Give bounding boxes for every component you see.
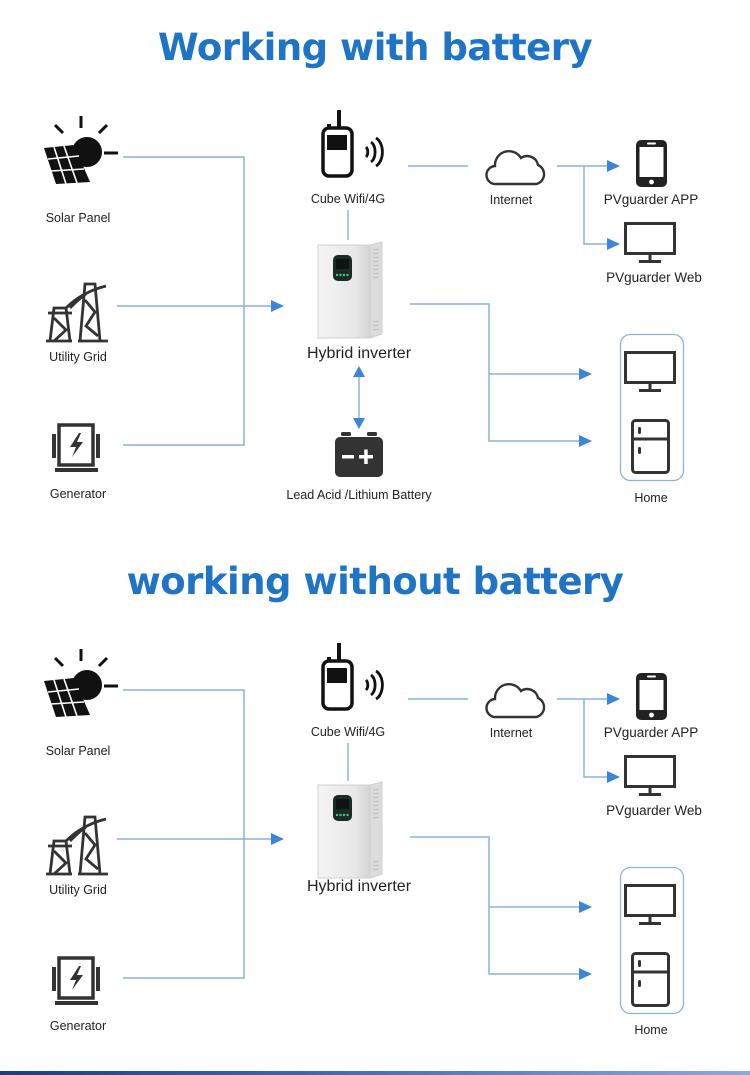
tv-icon [624, 884, 676, 925]
solar-panel-icon [44, 116, 118, 185]
diagram-without-battery [44, 643, 685, 1015]
battery-icon [335, 432, 383, 477]
inverter-image [317, 241, 383, 339]
connector-lines [117, 689, 608, 979]
home-label: Home [634, 491, 668, 505]
generator-icon [52, 956, 100, 1005]
arrows [271, 160, 620, 447]
monitor-icon [624, 222, 676, 263]
solar-connector [123, 689, 245, 979]
internet-web-connector [583, 699, 608, 778]
transmission-tower-icon [46, 282, 108, 343]
inverter-home-connector [410, 303, 580, 442]
section-title: working without battery [126, 560, 624, 603]
inverter-label: Hybrid inverter [306, 878, 412, 895]
arrow-to-inverter [271, 300, 284, 312]
wifi-module-icon [321, 643, 384, 711]
inverter-label: Hybrid inverter [306, 345, 412, 362]
internet-label: Internet [489, 726, 533, 740]
arrow-to-web [607, 238, 620, 250]
internet-web-connector [583, 166, 608, 245]
app-label: PVguarder APP [603, 725, 699, 740]
home-container [619, 866, 685, 1015]
inverter-home-connector [410, 836, 580, 975]
home-label: Home [634, 1023, 668, 1037]
solar-panel-label: Solar Panel [45, 744, 111, 758]
arrow-up-inverter [353, 366, 365, 377]
generator-label: Generator [49, 487, 107, 501]
home-container [619, 333, 685, 482]
wifi-module-icon [321, 110, 384, 178]
transmission-tower-icon [46, 815, 108, 876]
section-without-battery: working without battery [0, 533, 750, 1063]
generator-label: Generator [49, 1019, 107, 1033]
arrow-to-tv [579, 368, 592, 380]
inverter-image [317, 781, 383, 879]
arrow-to-tv [579, 901, 592, 913]
solar-connector [123, 156, 245, 446]
generator-icon [52, 423, 100, 472]
battery-label: Lead Acid /Lithium Battery [286, 488, 432, 502]
utility-grid-label: Utility Grid [49, 883, 107, 897]
arrow-down-battery [353, 418, 365, 429]
smartphone-icon [636, 673, 667, 720]
arrow-to-fridge [579, 435, 592, 447]
section-title: Working with battery [157, 26, 593, 69]
arrows [271, 693, 620, 980]
monitor-icon [624, 755, 676, 796]
refrigerator-icon [631, 419, 670, 474]
internet-label: Internet [489, 193, 533, 207]
section-with-battery: Working with battery [0, 0, 750, 530]
app-label: PVguarder APP [603, 192, 699, 207]
connector-lines [117, 156, 608, 446]
bottom-gradient-bar [0, 1071, 750, 1075]
cloud-icon [485, 150, 546, 186]
tv-icon [624, 351, 676, 392]
arrow-to-app [607, 160, 620, 172]
wifi-label: Cube Wifi/4G [310, 725, 386, 739]
diagram-with-battery [44, 110, 685, 482]
utility-grid-label: Utility Grid [49, 350, 107, 364]
arrow-to-web [607, 771, 620, 783]
solar-panel-label: Solar Panel [45, 211, 111, 225]
smartphone-icon [636, 140, 667, 187]
refrigerator-icon [631, 952, 670, 1007]
arrow-to-app [607, 693, 620, 705]
cloud-icon [485, 683, 546, 719]
web-label: PVguarder Web [606, 270, 702, 285]
arrow-to-fridge [579, 968, 592, 980]
arrow-to-inverter [271, 833, 284, 845]
web-label: PVguarder Web [606, 803, 702, 818]
wifi-label: Cube Wifi/4G [310, 192, 386, 206]
solar-panel-icon [44, 649, 118, 718]
